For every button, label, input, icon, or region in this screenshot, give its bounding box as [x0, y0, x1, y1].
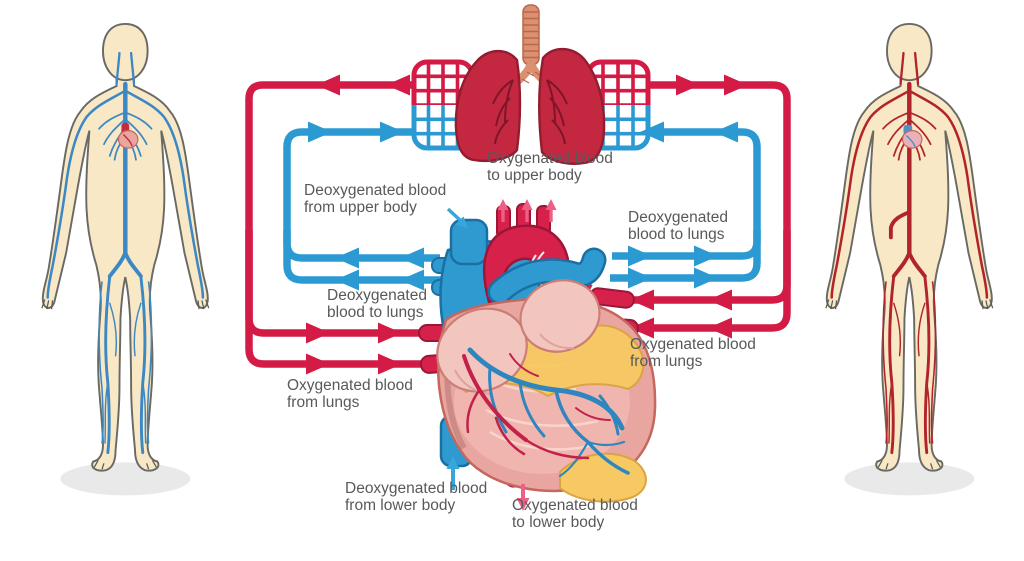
label-oxygenated-from-lungs-left: Oxygenated blood from lungs: [287, 377, 413, 411]
label-oxygenated-to-lower-body: Oxygenated blood to lower body: [512, 497, 638, 531]
deoxygenated-line-left-1: [283, 128, 440, 262]
right-figure-heart-icon: [901, 124, 923, 149]
deoxygenated-line-right-2: [610, 230, 761, 282]
right-body-figure-arterial: [824, 22, 994, 496]
coronary-vessels: [462, 347, 630, 478]
oxygenated-line-left-1: [245, 81, 428, 337]
arterial-tree: [832, 53, 987, 453]
venous-tree: [48, 53, 203, 453]
aorta-down-arrow: [516, 484, 530, 511]
oxygenated-line-right-1: [622, 81, 791, 304]
right-figure-shadow: [844, 462, 975, 496]
label-deoxygenated-from-lower-body: Deoxygenated blood from lower body: [345, 480, 488, 514]
bronchial-branches: [492, 79, 568, 145]
deoxygenated-line-left-2: [283, 230, 442, 284]
oxygenated-up-arrows: [497, 199, 557, 222]
svc-pointer-arrow: [446, 207, 468, 228]
abdominal-aorta-bend: [888, 210, 912, 240]
left-figure-shadow: [60, 462, 191, 496]
deoxygenated-line-right-1: [612, 128, 761, 260]
oxygenated-line-left-2: [245, 230, 430, 368]
left-figure-heart-icon: [117, 122, 139, 149]
label-deoxygenated-to-lungs-right: Deoxygenated blood to lungs: [628, 209, 728, 243]
lung-right-lobe: [537, 47, 606, 165]
left-body-figure-venous: [40, 22, 210, 496]
small-flow-arrows: [446, 199, 557, 511]
label-oxygenated-from-lungs-right: Oxygenated blood from lungs: [630, 336, 756, 370]
lung-left-lobe: [454, 49, 522, 163]
label-deoxygenated-to-lungs-left: Deoxygenated blood to lungs: [327, 287, 427, 321]
label-oxygenated-to-upper-body: Oxygenated blood to upper body: [487, 150, 613, 184]
ivc-up-arrow: [446, 456, 460, 490]
heart: [418, 203, 657, 503]
label-deoxygenated-from-upper-body: Deoxygenated blood from upper body: [304, 182, 447, 216]
flow-direction-arrowheads: [306, 74, 748, 375]
pulmonary-artery: [487, 247, 607, 305]
pulmonary-circuit-lines: [245, 81, 791, 368]
capillary-bed-right: [585, 59, 651, 151]
oxygenated-line-right-2: [626, 230, 791, 332]
capillary-bed-left: [411, 59, 475, 151]
lungs: [454, 47, 606, 165]
